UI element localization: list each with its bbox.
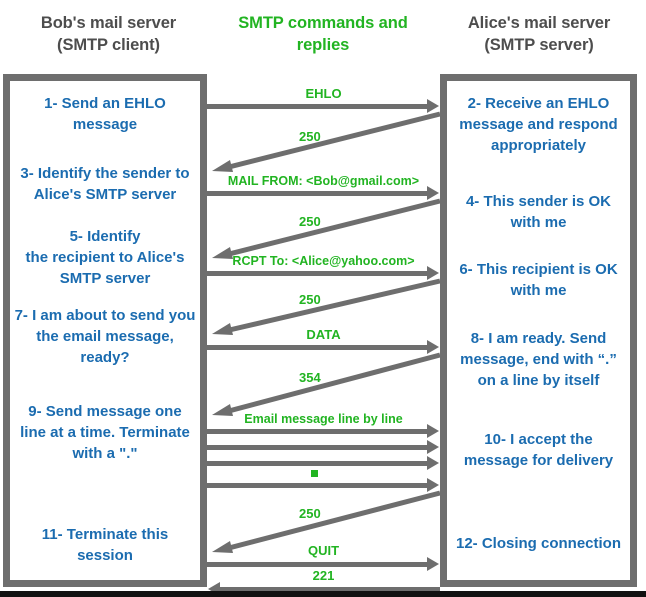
client-step-3: 3- Identify the sender to Alice's SMTP s… <box>20 165 190 203</box>
label-data: DATA <box>306 327 341 342</box>
label-reply-250-b: 250 <box>299 214 321 229</box>
arrow-mail-from <box>207 186 439 200</box>
server-step-12: 12- Closing connection <box>455 535 621 552</box>
arrow-email-body-line-1 <box>207 424 439 438</box>
label-reply-354: 354 <box>299 370 321 385</box>
arrow-data <box>207 340 439 354</box>
label-rcpt-to: RCPT To: <Alice@yahoo.com> <box>232 254 415 268</box>
arrow-reply-250-c <box>212 278 441 335</box>
client-step-9: 9- Send message one line at a time. Term… <box>20 403 190 462</box>
label-reply-250-c: 250 <box>299 292 321 307</box>
client-panel-inner: 1- Send an EHLO message 3- Identify the … <box>10 81 200 580</box>
server-step-6: 6- This recipient is OK with me <box>459 261 618 299</box>
client-panel: 1- Send an EHLO message 3- Identify the … <box>3 74 207 587</box>
server-panel-inner: 2- Receive an EHLO message and respond a… <box>447 81 630 580</box>
label-reply-250-d: 250 <box>299 506 321 521</box>
server-step-10: 10- I accept the message for delivery <box>463 431 614 469</box>
server-step-4: 4- This sender is OK with me <box>465 193 612 231</box>
server-step-2: 2- Receive an EHLO message and respond a… <box>459 95 618 154</box>
arrow-email-body-line-3 <box>207 456 439 470</box>
message-terminator-dot <box>311 470 318 477</box>
arrow-email-body-line-2 <box>207 440 439 454</box>
arrow-quit <box>207 557 439 571</box>
arrow-reply-250-a <box>212 111 441 172</box>
column-header-server: Alice's mail server(SMTP server) <box>467 14 611 54</box>
label-quit: QUIT <box>307 543 340 558</box>
arrow-reply-250-d <box>212 490 441 553</box>
label-reply-250-a: 250 <box>299 129 321 144</box>
client-step-1: 1- Send an EHLO message <box>44 95 166 133</box>
arrow-reply-250-b <box>212 198 441 259</box>
label-mail-from: MAIL FROM: <Bob@gmail.com> <box>227 174 420 188</box>
message-channel: EHLO 250 MAIL FROM: <Bob@gmail.com> 250 … <box>207 74 441 596</box>
server-panel: 2- Receive an EHLO message and respond a… <box>440 74 637 587</box>
arrow-email-body-line-4 <box>207 478 439 492</box>
client-step-7: 7- I am about to send you the email mess… <box>14 307 196 366</box>
label-email-body: Email message line by line <box>244 412 403 426</box>
arrow-rcpt-to <box>207 266 439 280</box>
label-ehlo: EHLO <box>305 86 342 101</box>
arrow-ehlo <box>207 99 439 113</box>
column-header-client: Bob's mail server(SMTP client) <box>40 14 177 54</box>
arrow-reply-354 <box>212 352 441 416</box>
client-step-11: 11- Terminate this session <box>41 526 169 564</box>
server-step-8: 8- I am ready. Send message, end with “.… <box>460 330 617 389</box>
figure-baseline <box>0 591 646 597</box>
label-reply-221: 221 <box>312 568 335 583</box>
